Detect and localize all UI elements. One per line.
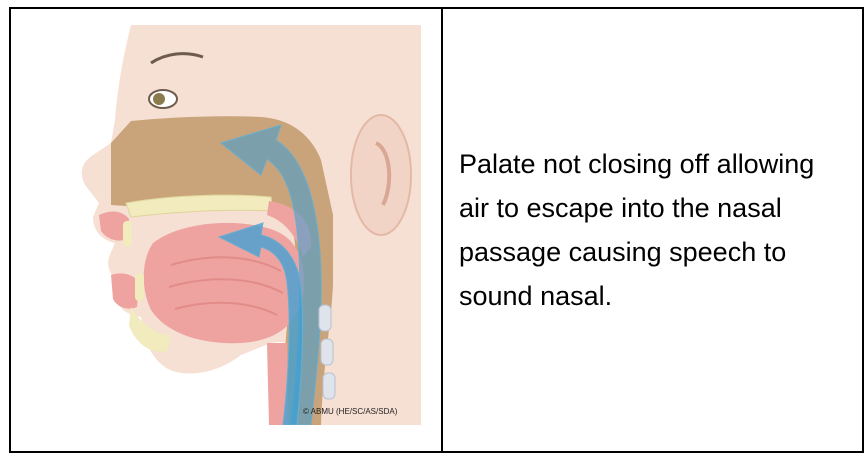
vertebra	[319, 305, 331, 331]
lower-tooth	[135, 273, 144, 301]
table-row: © ABMU (HE/SC/AS/SDA) Palate not closing…	[10, 8, 863, 452]
caption-cell: Palate not closing off allowing air to e…	[442, 8, 863, 452]
content-table: © ABMU (HE/SC/AS/SDA) Palate not closing…	[9, 7, 864, 453]
tongue	[144, 223, 304, 343]
nasal-anatomy-illustration	[71, 25, 421, 425]
caption-text: Palate not closing off allowing air to e…	[459, 142, 849, 318]
vertebra	[321, 339, 333, 365]
upper-tooth	[123, 221, 132, 247]
vertebra	[323, 373, 335, 399]
image-cell: © ABMU (HE/SC/AS/SDA)	[10, 8, 442, 452]
illustration-credit: © ABMU (HE/SC/AS/SDA)	[303, 407, 397, 416]
ear	[351, 115, 411, 235]
lower-lip	[111, 273, 139, 308]
